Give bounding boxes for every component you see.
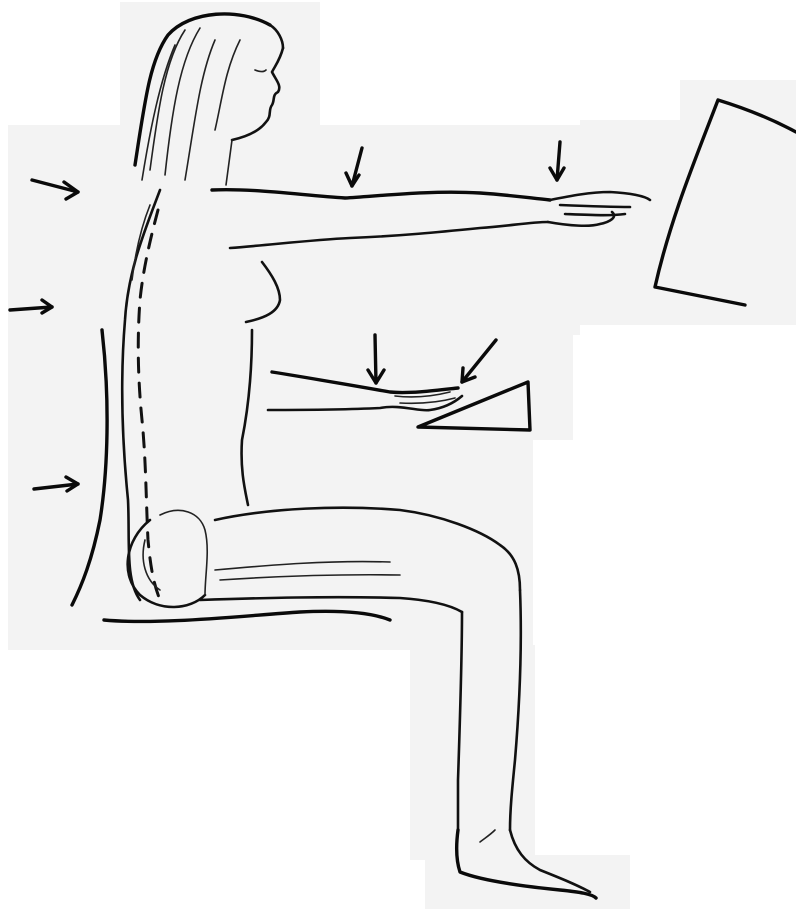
- paper-background: [8, 2, 796, 909]
